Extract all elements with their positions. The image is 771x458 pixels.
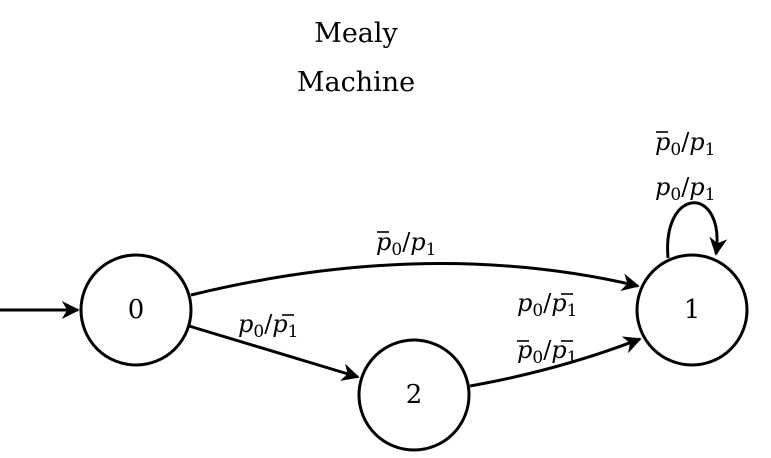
label-self-loop-1-a: p0/p1: [655, 128, 716, 160]
label-edge-2-to-1-a: p0/p1: [517, 289, 578, 321]
state-2-label: 2: [406, 380, 423, 410]
label-self-loop-1-b: p0/p1: [655, 173, 716, 205]
edge-0-to-2: [188, 324, 360, 381]
label-edge-0-to-2: p0/p1: [238, 310, 299, 342]
state-2: 2: [357, 338, 471, 452]
svg-text:p0/p1: p0/p1: [655, 128, 716, 160]
svg-text:p0/p1: p0/p1: [376, 228, 437, 260]
state-1: 1: [635, 253, 749, 367]
svg-text:p0/p1: p0/p1: [517, 336, 578, 368]
edge-0-to-1: [190, 262, 640, 297]
edge-2-to-1: [469, 336, 642, 388]
diagram-title-line-2: Machine: [297, 67, 415, 98]
state-0-label: 0: [128, 295, 145, 325]
edge-1-self-loop: [666, 201, 728, 259]
label-edge-2-to-1-b: p0/p1: [517, 336, 578, 368]
svg-text:p0/p1: p0/p1: [655, 173, 716, 205]
label-edge-0-to-1: p0/p1: [376, 228, 437, 260]
svg-text:p0/p1: p0/p1: [238, 310, 299, 342]
svg-text:p0/p1: p0/p1: [517, 289, 578, 321]
state-0: 0: [79, 253, 193, 367]
diagram-title-line-1: Mealy: [314, 18, 398, 49]
state-1-label: 1: [684, 295, 701, 325]
